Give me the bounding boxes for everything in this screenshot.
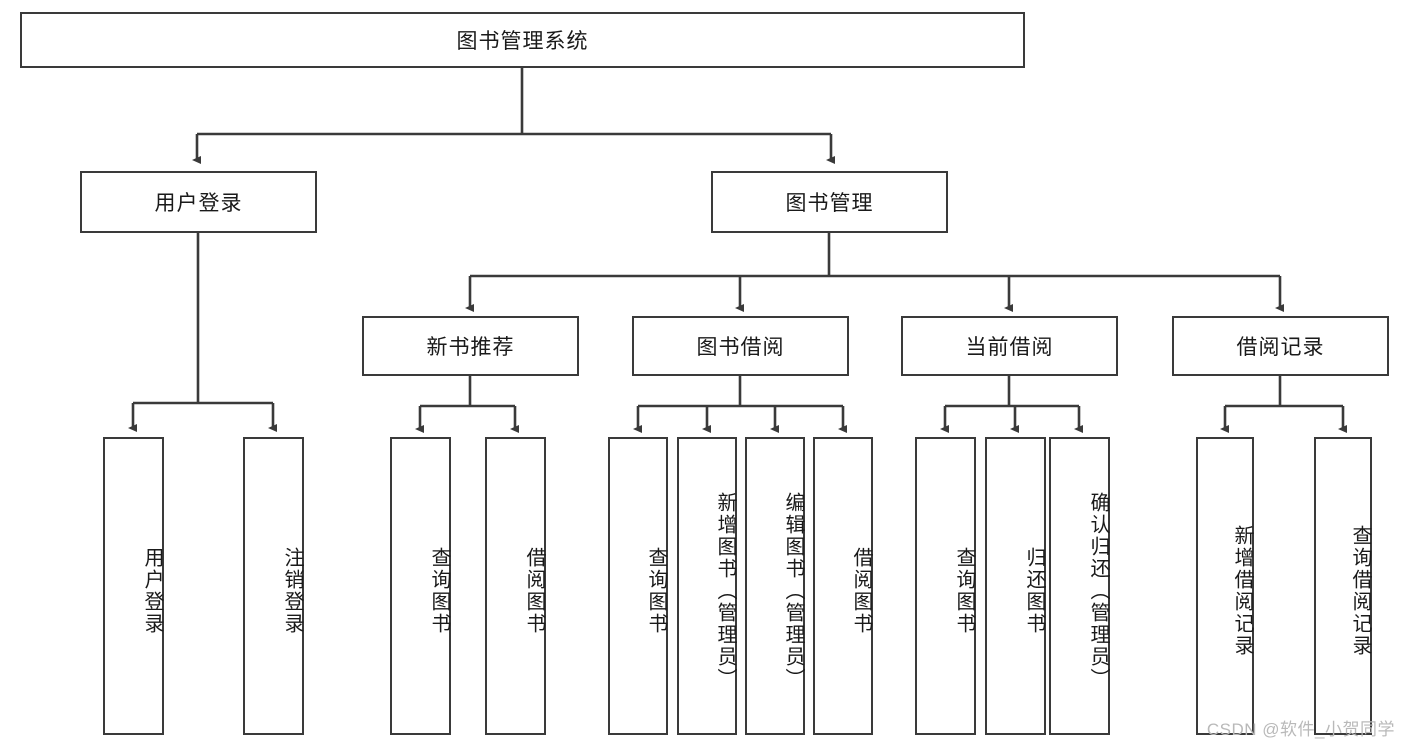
leaf-label: 新增图书（管理员）: [714, 492, 736, 690]
leaf-label: 借阅图书: [523, 547, 545, 635]
watermark: CSDN @软件_小贺同学: [1206, 720, 1395, 739]
leaf-label: 确认归还（管理员）: [1087, 492, 1109, 690]
node-root[interactable]: 图书管理系统: [20, 12, 1025, 68]
node-new-book-recommend[interactable]: 新书推荐: [362, 316, 579, 376]
leaf-label: 新增借阅记录: [1231, 525, 1253, 657]
leaf-query-book-cb[interactable]: 查询图书: [915, 437, 976, 735]
node-current-borrow[interactable]: 当前借阅: [901, 316, 1118, 376]
leaf-confirm-return-admin[interactable]: 确认归还（管理员）: [1049, 437, 1110, 735]
leaf-label: 查询图书: [428, 547, 450, 635]
leaf-label: 用户登录: [141, 547, 163, 635]
node-book-borrow-label: 图书借阅: [696, 336, 785, 359]
node-book-borrow[interactable]: 图书借阅: [632, 316, 849, 376]
node-root-label: 图书管理系统: [456, 30, 589, 53]
node-current-borrow-label: 当前借阅: [965, 336, 1054, 359]
leaf-return-book[interactable]: 归还图书: [985, 437, 1046, 735]
node-new-book-recommend-label: 新书推荐: [426, 336, 515, 359]
node-book-management[interactable]: 图书管理: [711, 171, 948, 233]
node-book-management-label: 图书管理: [785, 192, 874, 215]
leaf-edit-book-admin[interactable]: 编辑图书（管理员）: [745, 437, 805, 735]
leaf-add-book-admin[interactable]: 新增图书（管理员）: [677, 437, 737, 735]
node-user-login[interactable]: 用户登录: [80, 171, 317, 233]
leaf-user-login[interactable]: 用户登录: [103, 437, 164, 735]
leaf-label: 编辑图书（管理员）: [782, 492, 804, 690]
leaf-label: 注销登录: [281, 547, 303, 635]
leaf-query-book-bb[interactable]: 查询图书: [608, 437, 668, 735]
leaf-borrow-book-bb[interactable]: 借阅图书: [813, 437, 873, 735]
node-borrow-record-label: 借阅记录: [1236, 336, 1325, 359]
node-borrow-record[interactable]: 借阅记录: [1172, 316, 1389, 376]
leaf-label: 借阅图书: [850, 547, 872, 635]
leaf-query-book-nbr[interactable]: 查询图书: [390, 437, 451, 735]
leaf-label: 查询图书: [953, 547, 975, 635]
leaf-label: 归还图书: [1023, 547, 1045, 635]
leaf-borrow-book-nbr[interactable]: 借阅图书: [485, 437, 546, 735]
leaf-logout[interactable]: 注销登录: [243, 437, 304, 735]
leaf-add-borrow-record[interactable]: 新增借阅记录: [1196, 437, 1254, 735]
node-user-login-label: 用户登录: [154, 192, 243, 215]
leaf-label: 查询图书: [645, 547, 667, 635]
leaf-query-borrow-record[interactable]: 查询借阅记录: [1314, 437, 1372, 735]
leaf-label: 查询借阅记录: [1349, 525, 1371, 657]
